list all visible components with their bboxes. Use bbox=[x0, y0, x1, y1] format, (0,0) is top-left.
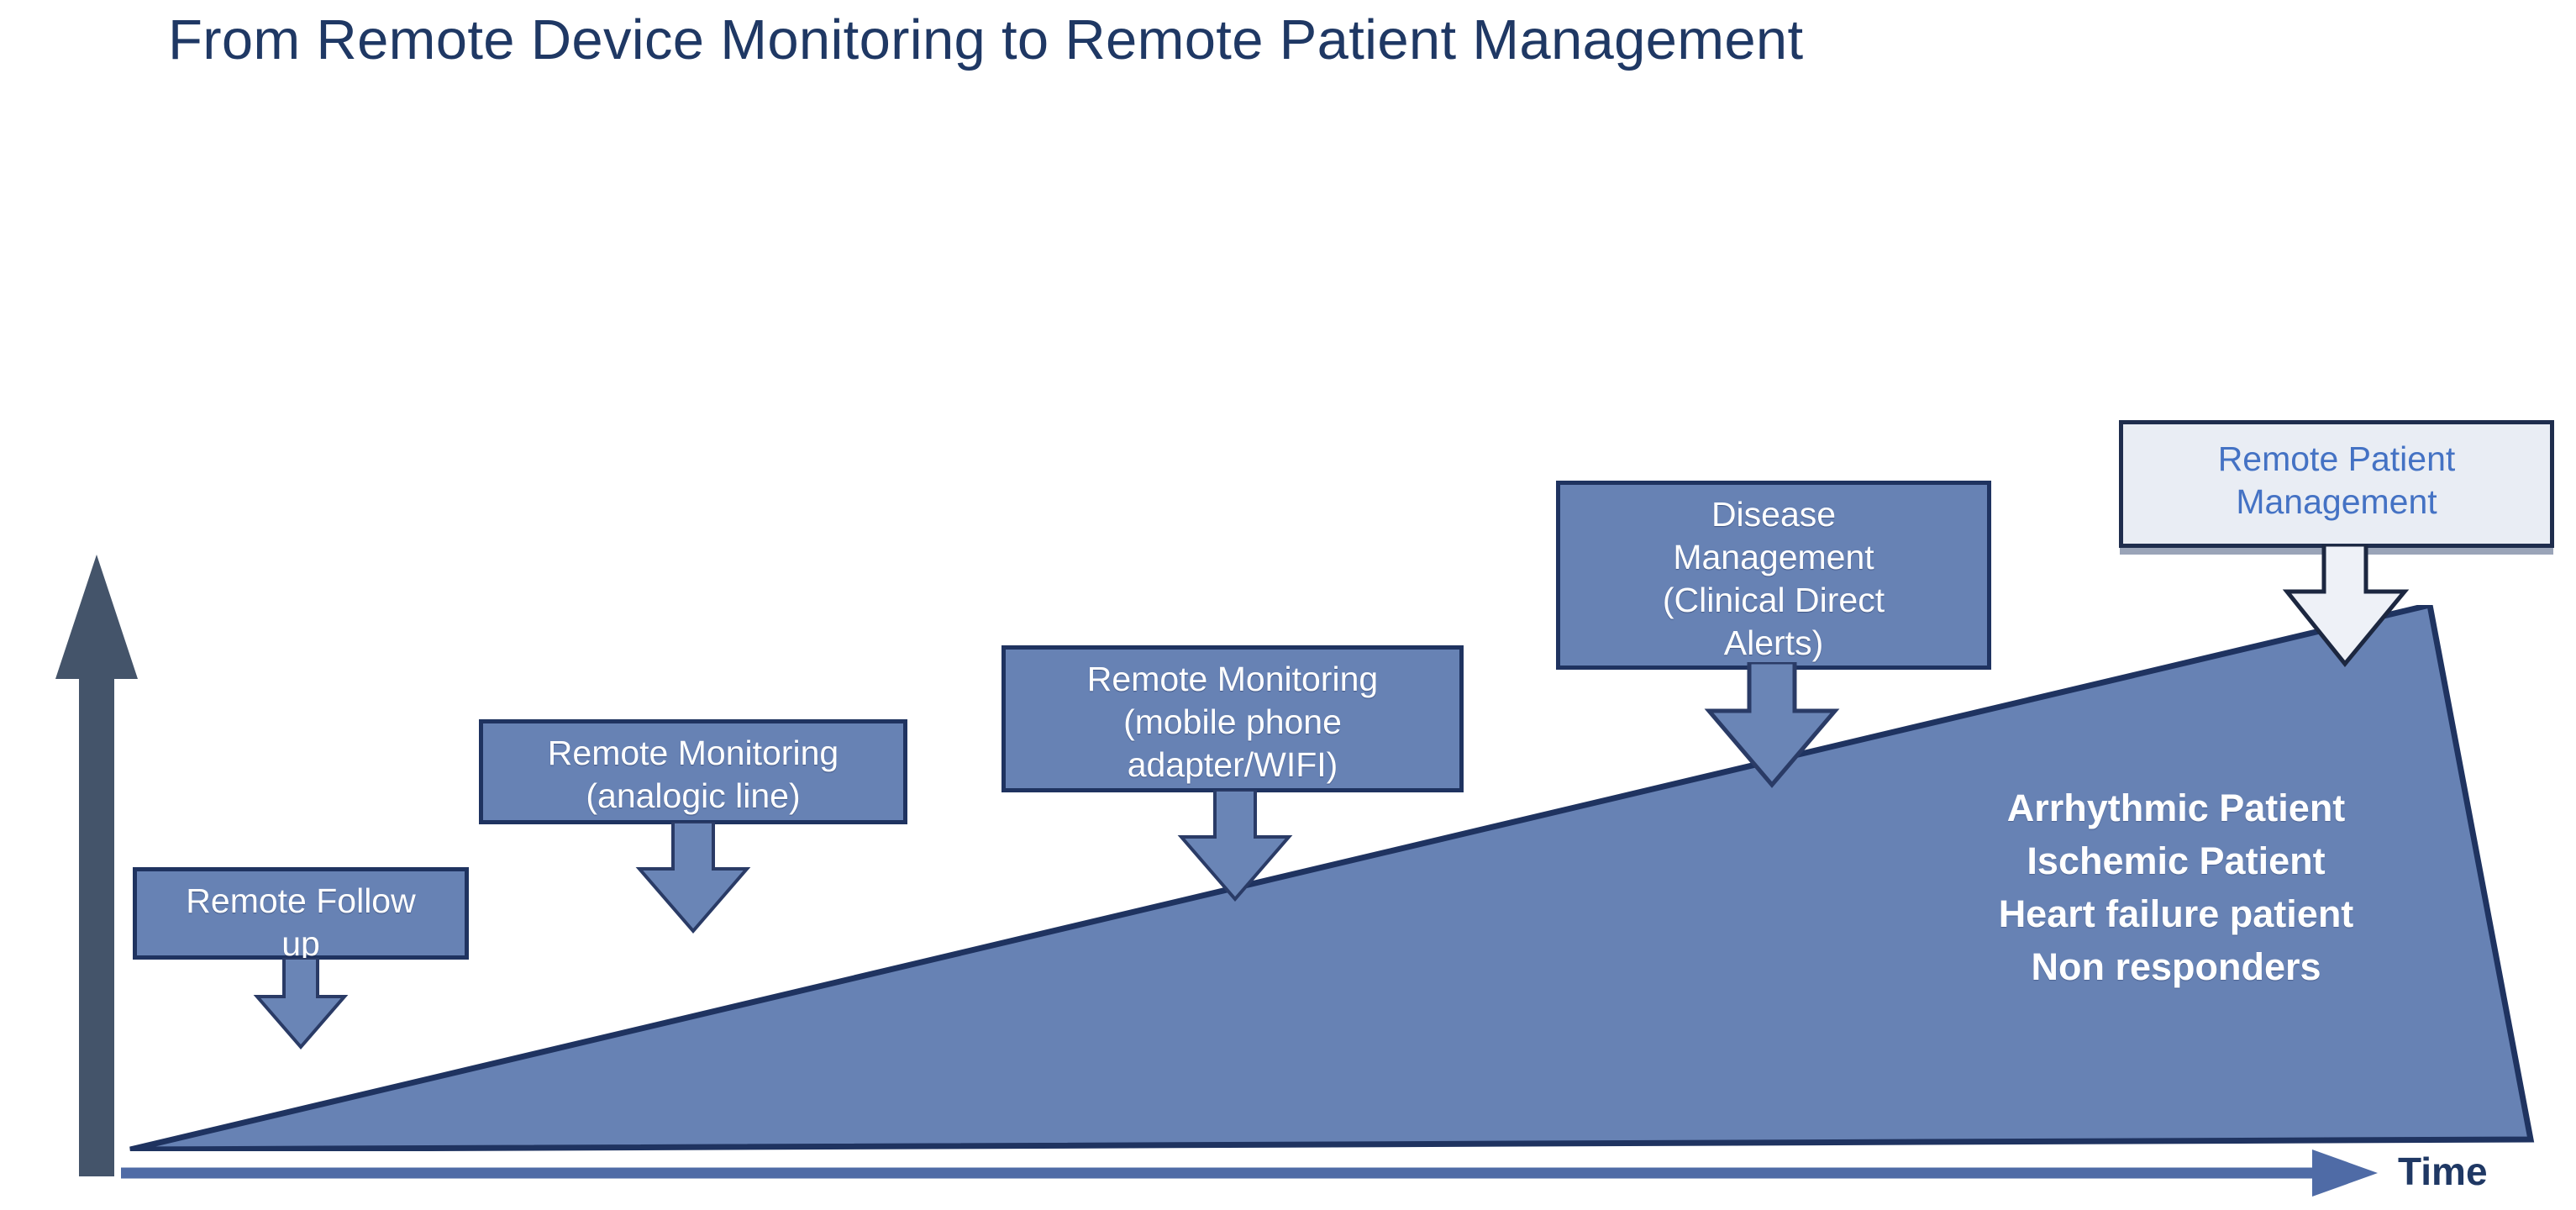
stage-label-line: up bbox=[281, 924, 320, 963]
stage-label-line: adapter/WIFI) bbox=[1127, 745, 1338, 784]
stage-label-line: (analogic line) bbox=[586, 776, 801, 815]
stage-label-line: Remote Follow bbox=[186, 881, 416, 920]
stage-arrow-remote-patient-management bbox=[2282, 544, 2410, 667]
stage-label-line: Alerts) bbox=[1723, 623, 1824, 662]
growth-wedge bbox=[129, 605, 2535, 1151]
list-item: Non responders bbox=[2031, 945, 2321, 988]
stage-label-line: (mobile phone bbox=[1123, 702, 1342, 741]
time-axis-label: Time bbox=[2398, 1150, 2488, 1193]
stage-box-remote-monitoring-analogic[interactable]: Remote Monitoring (analogic line) bbox=[479, 719, 907, 824]
stage-box-remote-monitoring-mobile[interactable]: Remote Monitoring (mobile phone adapter/… bbox=[1001, 645, 1464, 792]
stage-arrow-remote-monitoring-analogic bbox=[635, 822, 751, 934]
stage-arrow-disease-management bbox=[1704, 662, 1840, 788]
stage-box-remote-follow-up[interactable]: Remote Follow up bbox=[133, 867, 469, 963]
stage-box-disease-management[interactable]: Disease Management (Clinical Direct Aler… bbox=[1556, 481, 1991, 670]
stage-label-line: Management bbox=[2236, 482, 2437, 521]
stage-label-line: Disease bbox=[1711, 495, 1837, 534]
list-item: Ischemic Patient bbox=[2027, 839, 2326, 882]
stage-label-line: Remote Patient bbox=[2217, 439, 2456, 478]
stage-label-line: Remote Monitoring bbox=[1086, 660, 1379, 698]
patient-group-list: Arrhythmic Patient Ischemic Patient Hear… bbox=[1924, 781, 2428, 993]
stage-label-line: (Clinical Direct bbox=[1662, 581, 1885, 619]
list-item: Heart failure patient bbox=[1998, 892, 2354, 935]
list-item: Arrhythmic Patient bbox=[2006, 786, 2346, 829]
stage-label-line: Remote Monitoring bbox=[547, 734, 839, 772]
time-axis-arrow-icon bbox=[121, 1150, 2378, 1197]
stage-label-line: Management bbox=[1673, 538, 1874, 576]
stage-box-remote-patient-management[interactable]: Remote Patient Management bbox=[2119, 420, 2554, 548]
stage-arrow-remote-follow-up bbox=[253, 958, 349, 1050]
growth-arrow-icon bbox=[55, 555, 138, 1176]
page-title: From Remote Device Monitoring to Remote … bbox=[168, 8, 1804, 71]
stage-arrow-remote-monitoring-mobile bbox=[1177, 790, 1293, 902]
